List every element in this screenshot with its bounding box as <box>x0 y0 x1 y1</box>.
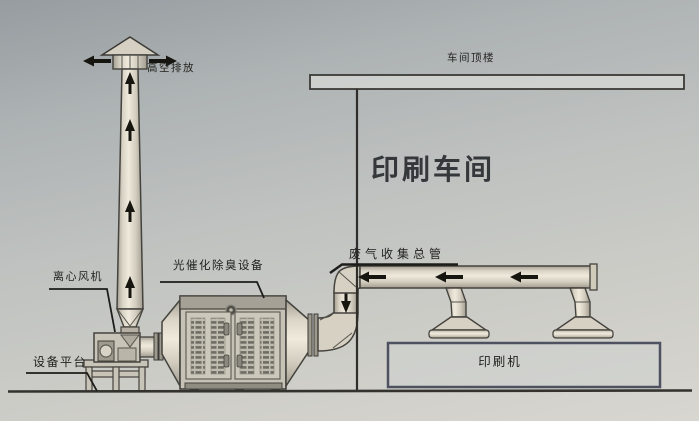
photocatalytic-unit <box>161 295 319 392</box>
suction-hood <box>428 287 490 339</box>
printer-box <box>386 341 662 389</box>
leader-lines <box>26 263 458 392</box>
collection-duct-end-cap <box>589 263 598 291</box>
collection-duct <box>358 263 598 291</box>
unit-outlet-flange <box>307 313 313 357</box>
unit-door-handle <box>236 354 243 368</box>
unit-inlet-cone <box>161 297 181 389</box>
s-duct <box>317 265 361 352</box>
unit-louver-vent <box>259 317 275 375</box>
stack-bottom-cone <box>115 308 145 328</box>
exhaust-stack <box>83 36 177 336</box>
collection-duct-pipe <box>359 265 593 289</box>
workshop-roof <box>309 74 685 90</box>
fan-label: 离心风机 <box>53 271 103 283</box>
unit-outlet-cone <box>285 298 310 389</box>
fan-inlet-cone <box>120 334 140 348</box>
unit-louver-vent <box>239 317 255 375</box>
hood-flare <box>553 316 613 331</box>
unit-base-rail <box>184 382 283 390</box>
duct-label-leader <box>329 263 458 274</box>
ground-line <box>7 389 693 393</box>
workshop-title: 印刷车间 <box>371 154 496 185</box>
stack-outflow-left-arrow-icon <box>83 55 111 67</box>
centrifugal-fan <box>93 332 164 363</box>
hood-base <box>552 329 614 339</box>
fan-label-leader <box>49 288 116 333</box>
roof-label: 车间顶楼 <box>447 52 495 64</box>
fan-scroll <box>99 344 113 358</box>
platform-label: 设备平台 <box>33 355 88 369</box>
unit-door-handle <box>223 354 230 368</box>
unit-louver-vent <box>190 317 206 375</box>
hood-flare <box>429 316 489 331</box>
stack-rain-cap <box>99 36 161 56</box>
unit-door-handle <box>223 322 230 336</box>
unit-door-handle <box>236 322 243 336</box>
collection-duct-label: 废气收集总管 <box>349 247 446 261</box>
stack-shaft <box>116 68 144 310</box>
printer-label: 印刷机 <box>478 355 522 369</box>
equipment-label: 光催化除臭设备 <box>173 260 264 272</box>
fan-outlet-flange <box>153 332 159 361</box>
equipment-label-leader <box>160 281 265 299</box>
platform-label-leader <box>26 372 98 392</box>
stack-emission-label: 高空排放 <box>147 62 195 74</box>
suction-hood <box>552 287 614 339</box>
hood-base <box>428 329 490 339</box>
fan-outlet-duct <box>139 336 156 358</box>
unit-louver-vent <box>210 317 226 375</box>
